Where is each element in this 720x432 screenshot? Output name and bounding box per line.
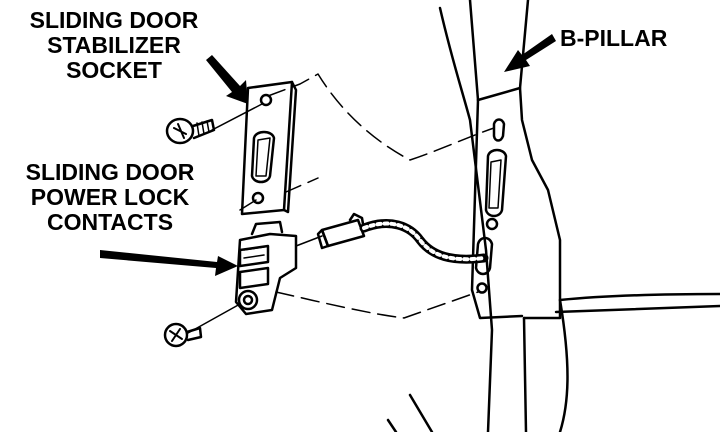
upper-screw [165, 117, 216, 145]
pillar-openings [474, 118, 508, 294]
power-lock-contacts-label: SLIDING DOOR POWER LOCK CONTACTS [2, 160, 218, 235]
stabilizer-label-line-1: SLIDING DOOR [29, 7, 199, 33]
b-pillar-arrow [504, 34, 556, 72]
power-lock-label-line-1: SLIDING DOOR [25, 159, 195, 185]
b-pillar-label: B-PILLAR [560, 25, 668, 51]
arrows [100, 34, 556, 276]
stabilizer-arrow [206, 55, 248, 104]
b-pillar [468, 0, 720, 432]
power-lock-contacts [234, 220, 298, 316]
stabilizer-label-line-3: SOCKET [66, 57, 162, 83]
wiring-connector [316, 212, 489, 264]
leader-lines [187, 73, 495, 334]
stabilizer-label-line-2: STABILIZER [47, 32, 181, 58]
stabilizer-socket [240, 80, 298, 216]
stabilizer-socket-label: SLIDING DOOR STABILIZER SOCKET [6, 8, 222, 83]
power-lock-label-line-2: POWER LOCK [30, 184, 190, 210]
lower-screw [163, 322, 203, 348]
power-lock-arrow [100, 250, 238, 276]
power-lock-label-line-3: CONTACTS [46, 209, 174, 235]
